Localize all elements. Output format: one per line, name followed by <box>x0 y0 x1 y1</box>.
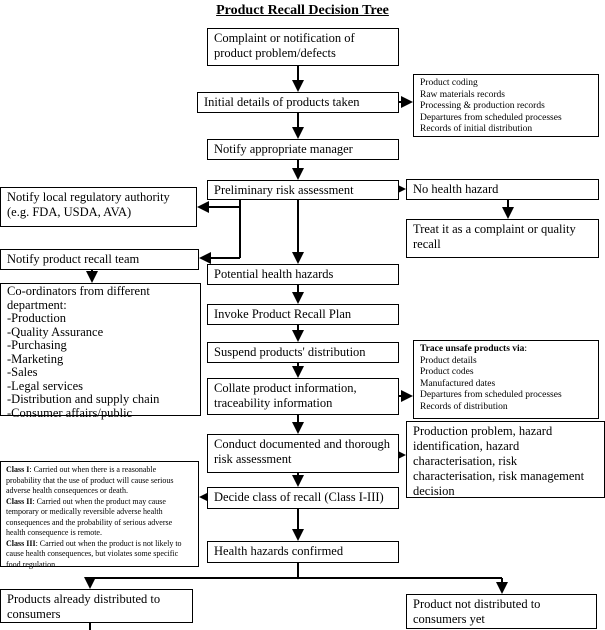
coordinator-item: -Sales <box>7 365 38 379</box>
trace-item: Manufactured dates <box>420 378 496 389</box>
hazards-confirmed-box: Health hazards confirmed <box>207 541 399 563</box>
class-description: : Carried out when the product may cause… <box>6 496 173 538</box>
trace-box: Trace unsafe products via: Product detai… <box>413 340 599 419</box>
complaint-box: Complaint or notification of product pro… <box>207 28 399 66</box>
record-item: Processing & production records <box>420 101 545 111</box>
coordinator-item: -Marketing <box>7 351 64 366</box>
coordinators-box: Co-ordinators from different department:… <box>0 283 201 419</box>
coordinator-item: -Production <box>7 311 67 325</box>
coordinator-item: -Legal services <box>7 378 84 393</box>
trace-item: Product details <box>420 355 477 366</box>
class-description: : Carried out when there is a reasonable… <box>6 465 174 495</box>
coordinator-item: -Consumer affairs/public <box>7 405 133 420</box>
products-distributed-box: Products already distributed to consumer… <box>0 589 193 623</box>
suspend-distribution-box: Suspend products' distribution <box>207 342 399 363</box>
record-item: Records of initial distribution <box>420 124 533 134</box>
coordinators-heading: Co-ordinators from different department: <box>7 284 150 312</box>
class-label: Class II <box>6 496 33 506</box>
collate-info-box: Collate product information, traceabilit… <box>207 378 399 415</box>
trace-item: Product codes <box>420 367 474 377</box>
preliminary-assessment-box: Preliminary risk assessment <box>207 180 399 200</box>
trace-item: Departures from scheduled processes <box>420 390 562 400</box>
invoke-plan-box: Invoke Product Recall Plan <box>207 304 399 325</box>
record-item: Raw materials records <box>420 89 505 100</box>
coordinator-item: -Purchasing <box>7 338 67 352</box>
trace-item: Records of distribution <box>420 401 508 412</box>
notify-manager-box: Notify appropriate manager <box>207 139 399 160</box>
conduct-assessment-box: Conduct documented and thorough risk ass… <box>207 434 399 473</box>
notify-recall-team-box: Notify product recall team <box>0 249 199 270</box>
decide-class-box: Decide class of recall (Class I-III) <box>207 487 399 509</box>
notify-regulatory-box: Notify local regulatory authority (e.g. … <box>0 187 197 227</box>
page-title: Product Recall Decision Tree <box>216 3 389 18</box>
recall-classes-box: Class I: Carried out when there is a rea… <box>0 461 199 569</box>
records-box: Product coding Raw materials records Pro… <box>413 74 599 137</box>
class-label: Class I <box>6 465 30 474</box>
record-item: Departures from scheduled processes <box>420 112 562 123</box>
class-label: Class III <box>6 538 36 548</box>
production-problem-box: Production problem, hazard identificatio… <box>406 421 605 498</box>
class-description: : Carried out when the product is not li… <box>6 538 182 569</box>
products-not-distributed-box: Product not distributed to consumers yet <box>406 594 597 629</box>
coordinator-item: -Distribution and supply chain <box>7 392 160 406</box>
potential-hazards-box: Potential health hazards <box>207 264 399 285</box>
trace-heading: Trace unsafe products via <box>420 344 525 354</box>
initial-details-box: Initial details of products taken <box>197 92 399 113</box>
no-health-hazard-box: No health hazard <box>406 179 599 200</box>
treat-complaint-box: Treat it as a complaint or quality recal… <box>406 219 599 258</box>
record-item: Product coding <box>420 78 478 88</box>
coordinator-item: -Quality Assurance <box>7 324 104 339</box>
